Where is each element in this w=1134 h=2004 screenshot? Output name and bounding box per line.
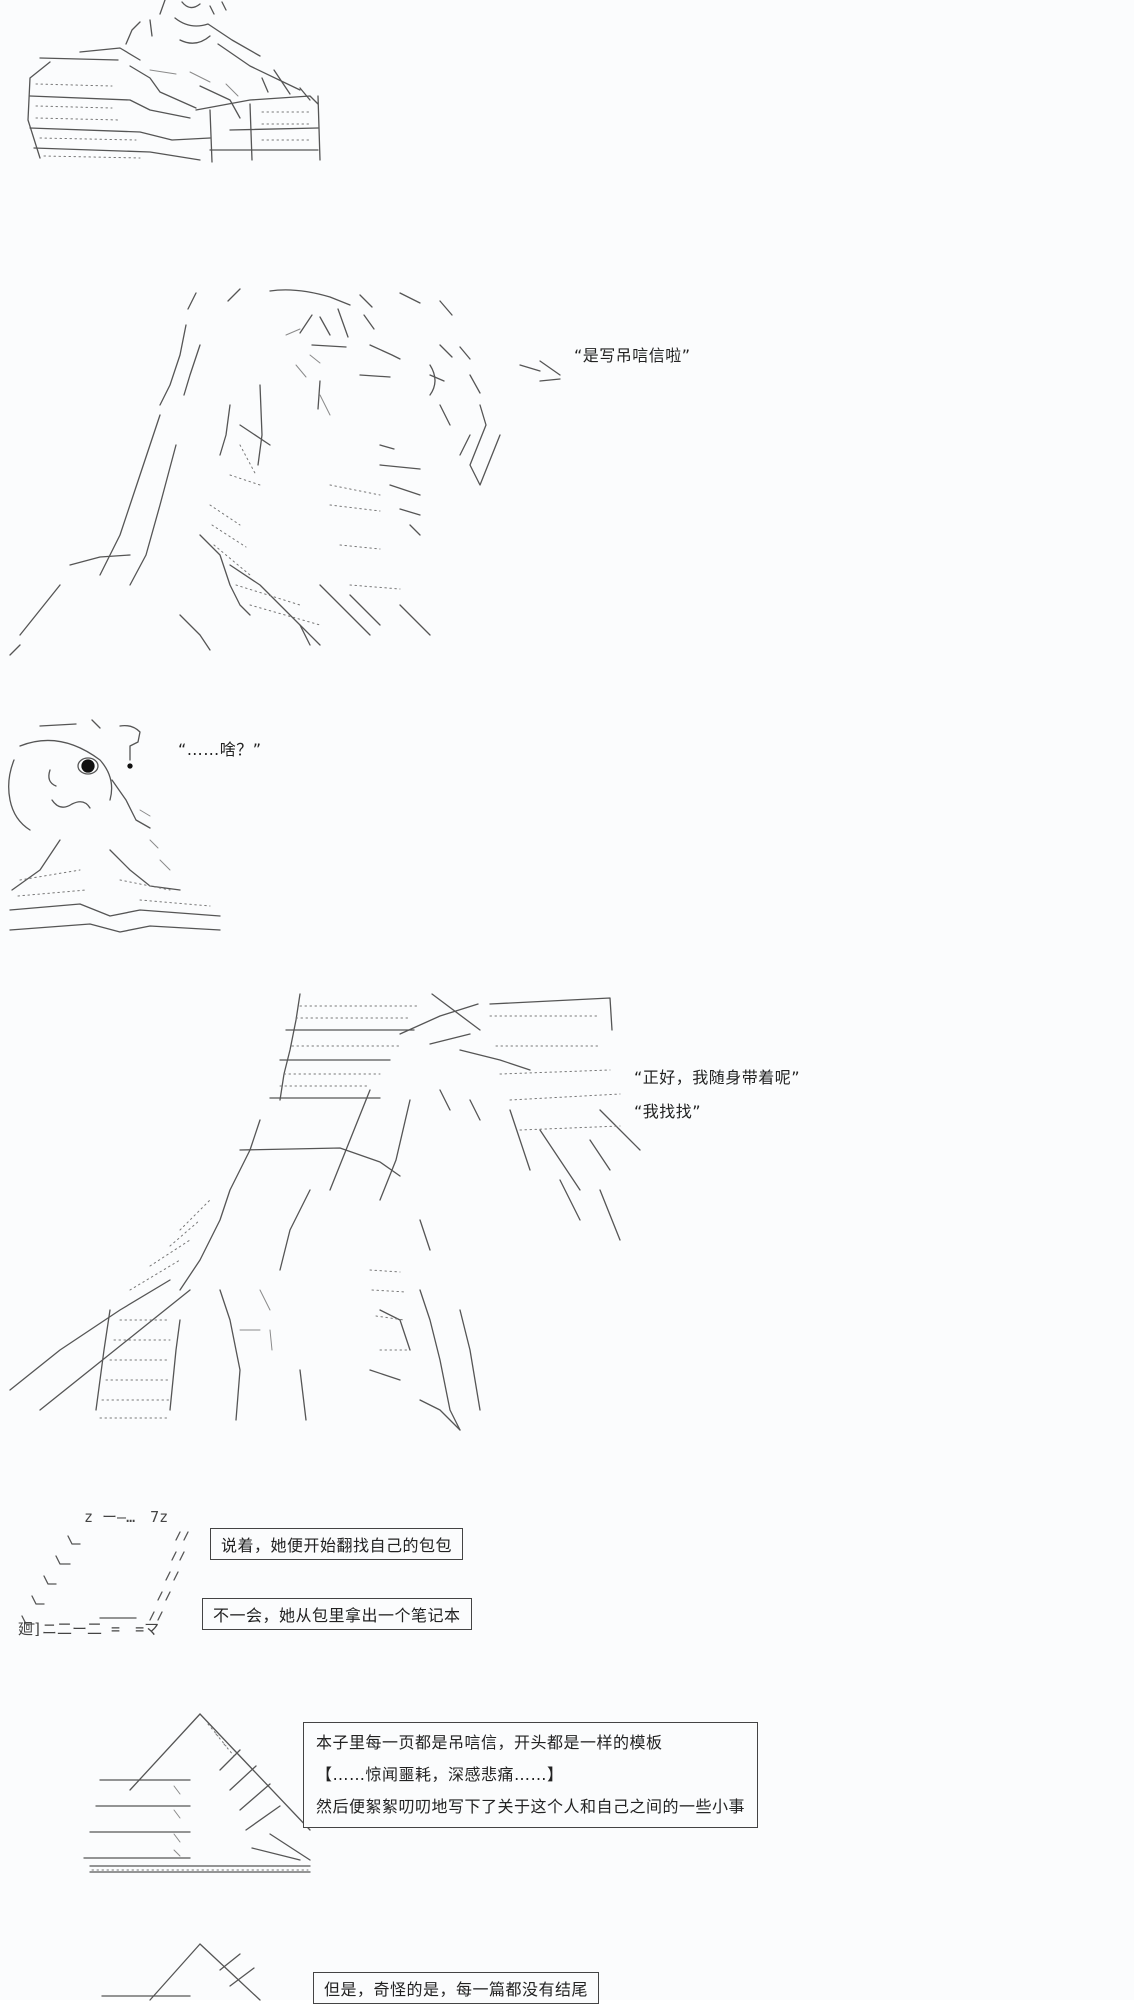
notebook-art	[83, 1713, 311, 1873]
narration-box: 但是，奇怪的是，每一篇都没有结尾	[313, 1972, 600, 2004]
narration-box: 不一会，她从包里拿出一个笔记本	[202, 1598, 472, 1630]
panel-1-art	[27, 0, 321, 163]
panel-3-art	[8, 719, 221, 933]
narration-line: 本子里每一页都是吊唁信，开头都是一样的模板	[316, 1733, 663, 1752]
notebook-art	[101, 1943, 261, 2001]
speech-bubble: “是写吊唁信啦”	[574, 346, 691, 365]
speech-bubble: “我找找”	[634, 1102, 702, 1121]
narration-box: 本子里每一页都是吊唁信，开头都是一样的模板 【……惊闻噩耗，深感悲痛……】 然后…	[303, 1722, 759, 1828]
sleep-mark: 廻]ニ二ー二 = =マ	[18, 1620, 160, 1638]
sleep-mark: z ー―… 7z	[84, 1508, 169, 1526]
speech-bubble: “……啥？”	[178, 740, 262, 759]
panel-2-art	[9, 288, 561, 656]
speech-bubble: “正好，我随身带着呢”	[634, 1068, 801, 1087]
narration-box: 说着，她便开始翻找自己的包包	[210, 1528, 464, 1560]
narration-line: 【……惊闻噩耗，深感悲痛……】	[316, 1765, 564, 1784]
panel-5-art	[21, 1531, 189, 1625]
narration-line: 然后便絮絮叨叨地写下了关于这个人和自己之间的一些小事	[316, 1797, 746, 1816]
panel-4-art	[9, 993, 641, 1431]
